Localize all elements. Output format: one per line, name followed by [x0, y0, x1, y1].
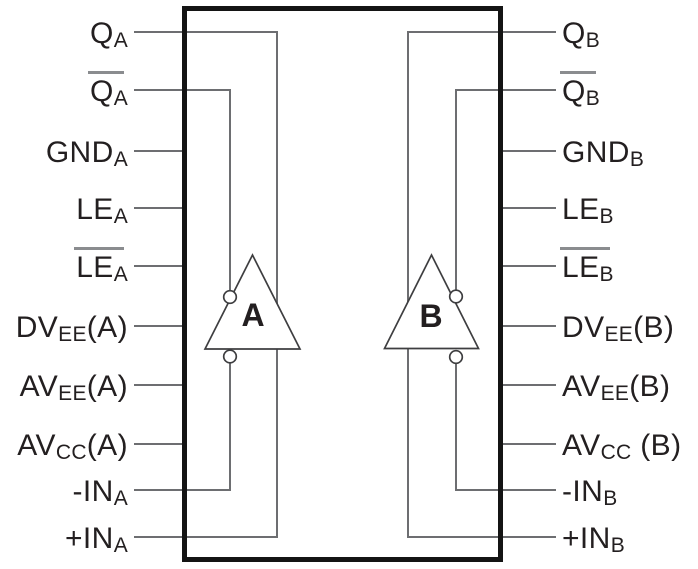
pin-line-avcc-a — [134, 443, 186, 445]
pin-label-minus-in-b: -INB — [562, 475, 618, 511]
pin-label-qbar-b: QB — [560, 71, 601, 110]
pin-line-q-a — [134, 31, 278, 33]
pin-label-plus-in-b: +INB — [562, 522, 626, 558]
pin-label-gnd-a: GNDA — [45, 136, 128, 172]
pin-label-lebar-b: LEB — [560, 247, 614, 286]
pin-line-avcc-b — [499, 443, 556, 445]
pin-line-lebar-a — [134, 265, 186, 267]
pin-label-dvee-a: DVEE(A) — [15, 311, 128, 347]
pin-line-avee-a — [134, 384, 186, 386]
inverting-bubble-minus-in-b — [448, 349, 464, 365]
pin-label-avcc-a: AVCC(A) — [17, 429, 128, 465]
pin-line-dvee-a — [134, 325, 186, 327]
package-outline — [182, 6, 503, 562]
pin-line-q-b — [407, 31, 556, 33]
pin-line-le-b — [499, 207, 556, 209]
wire-q-to-plus-in-a — [276, 31, 278, 538]
pin-line-avee-b — [499, 384, 556, 386]
pin-label-avee-b: AVEE(B) — [562, 370, 671, 406]
wire-minus-in-b — [455, 363, 457, 491]
pin-label-le-a: LEA — [76, 193, 128, 229]
pin-label-avcc-b: AVCC (B) — [562, 429, 682, 465]
inverting-bubble-qbar-a — [222, 289, 238, 305]
wire-qbar-b — [455, 89, 457, 290]
pin-line-plus-in-a — [134, 536, 278, 538]
wire-q-to-plus-in-b — [407, 31, 409, 538]
pin-line-minus-in-b — [455, 489, 556, 491]
comparator-b-label: B — [419, 298, 443, 334]
pin-label-avee-a: AVEE(A) — [19, 370, 128, 406]
inverting-bubble-qbar-b — [448, 289, 464, 304]
comparator-a-label: A — [241, 297, 265, 333]
pin-label-minus-in-a: -INA — [72, 475, 128, 511]
wire-qbar-a — [229, 89, 231, 291]
pin-label-dvee-b: DVEE(B) — [562, 311, 675, 347]
inverting-bubble-minus-in-a — [222, 349, 238, 364]
pin-label-le-b: LEB — [562, 193, 614, 229]
pin-label-plus-in-a: +INA — [64, 522, 128, 558]
pin-line-dvee-b — [499, 325, 556, 327]
pin-label-q-b: QB — [562, 17, 601, 53]
pin-line-gnd-b — [499, 150, 556, 152]
pin-label-qbar-a: QA — [87, 71, 128, 110]
pin-line-plus-in-b — [407, 536, 556, 538]
pin-line-gnd-a — [134, 150, 186, 152]
pin-line-lebar-b — [499, 265, 556, 267]
pin-line-le-a — [134, 207, 186, 209]
pin-label-lebar-a: LEA — [74, 247, 128, 286]
pin-label-gnd-b: GNDB — [562, 136, 645, 172]
pin-label-q-a: QA — [89, 17, 128, 53]
pin-line-qbar-b — [455, 89, 556, 91]
wire-minus-in-a — [229, 362, 231, 491]
